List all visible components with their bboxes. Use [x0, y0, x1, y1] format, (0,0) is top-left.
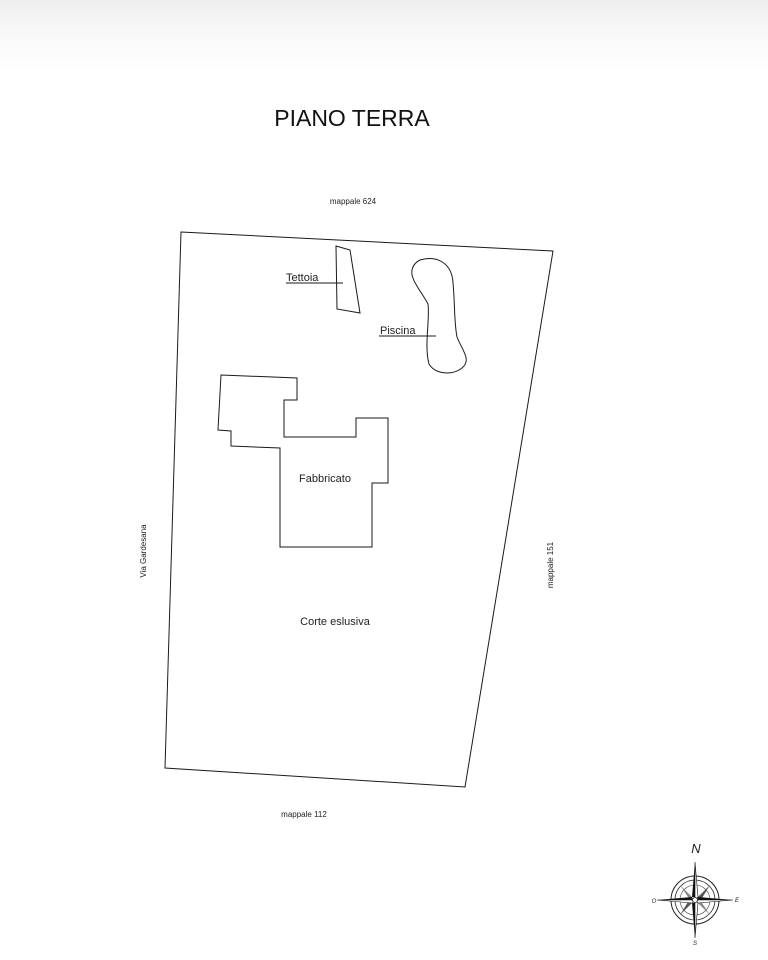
lot-boundary	[164, 231, 554, 788]
top-shading	[0, 0, 768, 70]
building-label: Fabbricato	[299, 473, 351, 485]
compass-east-label: E	[735, 898, 740, 904]
canopy-label: Tettoia	[286, 272, 319, 284]
canopy-outline	[335, 245, 361, 314]
compass-rose	[656, 861, 734, 939]
pool-label: Piscina	[380, 325, 416, 337]
building-outline	[217, 374, 389, 548]
east-boundary-label: mappale 151	[546, 541, 555, 588]
compass-south-label: S	[693, 941, 697, 947]
compass-north-label: N	[691, 841, 701, 856]
west-boundary-label: Via Gardesana	[139, 524, 148, 578]
south-boundary-label: mappale 112	[281, 810, 327, 819]
pool-outline	[411, 258, 467, 374]
north-boundary-label: mappale 624	[330, 197, 377, 206]
plan-title: PIANO TERRA	[274, 105, 430, 131]
courtyard-label: Corte eslusiva	[300, 616, 371, 628]
compass-west-label: O	[652, 899, 657, 905]
